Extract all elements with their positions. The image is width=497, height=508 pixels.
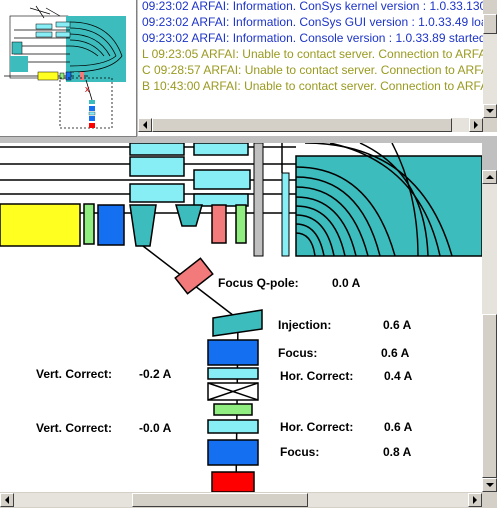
scrollbar-corner [482,492,497,508]
green-element [83,203,95,245]
log-line: 09:23:02 ARFAI: Information. ConSys GUI … [142,15,483,29]
focus-qpole-value[interactable]: 0.0 A [332,276,361,290]
log-horizontal-scrollbar[interactable] [138,118,497,132]
log-line: 09:23:02 ARFAI: Information. ConSys kern… [142,0,483,13]
log-lines: 09:23:02 ARFAI: Information. ConSys kern… [138,0,483,118]
vert-correct-label-1: Vert. Correct: [36,367,113,381]
cyan-element [193,169,251,190]
vert-correct-value-2[interactable]: -0.0 A [139,421,172,435]
hor-correct-label-1: Hor. Correct: [280,369,354,383]
arrow-left-icon [4,496,9,504]
pink-element [211,204,227,244]
blue-quadrupole [97,204,125,246]
arrow-up-icon [485,174,494,179]
focus-quadrupole-2 [207,439,259,466]
cyan-element [129,156,185,177]
teal-dipole [175,204,203,227]
canvas-scroll-down-button[interactable] [482,478,497,492]
beamline-diagram [0,143,482,492]
canvas-vscroll-thumb[interactable] [482,314,497,478]
injection-dipole [212,309,263,337]
overview-map[interactable]: x [0,0,137,137]
hor-correct-value-1[interactable]: 0.4 A [384,369,413,383]
log-hscroll-track[interactable] [452,118,469,132]
log-scroll-down-button[interactable] [483,104,497,118]
log-scroll-left-button[interactable] [138,118,152,132]
svg-text:x: x [85,84,90,94]
cyan-element [129,183,185,203]
injection-label: Injection: [278,318,332,332]
canvas-horizontal-scrollbar[interactable] [0,492,482,508]
arrow-down-icon [486,108,494,113]
focus-label-2: Focus: [280,445,320,459]
log-line: L 09:23:05 ARFAI: Unable to contact serv… [142,47,483,61]
vert-correct-value-1[interactable]: -0.2 A [139,367,172,381]
canvas-hscroll-thumb[interactable] [132,493,308,507]
arrow-left-icon [142,121,147,129]
hor-corrector-1 [207,367,259,380]
hor-correct-label-2: Hor. Correct: [280,420,354,434]
focus-qpole-magnet [174,257,214,295]
log-line: C 09:28:57 ARFAI: Unable to contact serv… [142,63,483,77]
beamline-canvas[interactable]: Focus Q-pole: 0.0 A Injection: 0.6 A Foc… [0,143,482,492]
focus-quadrupole-1 [207,339,259,366]
log-vscroll-thumb[interactable] [483,14,497,34]
cyan-vertical-element [281,172,290,257]
log-line: 09:23:02 ARFAI: Information. Console ver… [142,31,483,45]
log-line: B 10:43:00 ARFAI: Unable to contact serv… [142,79,483,93]
dipole-beam-arcs [295,143,453,257]
focus-qpole-label: Focus Q-pole: [218,276,299,290]
canvas-scroll-right-button[interactable] [468,493,482,507]
canvas-hscroll-track-left[interactable] [14,493,132,507]
red-target [211,471,255,492]
arrow-right-icon [473,121,478,129]
yellow-source [0,203,81,247]
vert-correct-label-2: Vert. Correct: [36,421,113,435]
log-vscroll-track[interactable] [483,14,497,104]
log-vertical-scrollbar[interactable] [483,0,497,118]
green-element [213,403,253,416]
overview-diagram: x [4,5,126,129]
canvas-hscroll-track-right[interactable] [308,493,468,507]
focus-label-1: Focus: [278,346,318,360]
canvas-vscroll-track[interactable] [482,184,497,314]
log-scroll-right-button[interactable] [469,118,483,132]
canvas-vertical-scrollbar[interactable] [482,170,497,492]
injection-value[interactable]: 0.6 A [383,318,412,332]
arrow-down-icon [485,482,494,487]
green-element [235,204,247,244]
grey-septum [253,143,264,257]
cyan-element [193,143,249,156]
hor-corrector-2 [207,419,259,434]
log-hscroll-thumb[interactable] [152,118,452,132]
arrow-right-icon [472,496,477,504]
focus-value-1[interactable]: 0.6 A [381,346,410,360]
canvas-scroll-left-button[interactable] [0,493,14,507]
cyan-element [193,193,249,207]
canvas-scroll-up-button[interactable] [482,170,497,184]
log-panel: 09:23:02 ARFAI: Information. ConSys kern… [138,0,497,136]
teal-dipole [129,204,157,247]
hor-correct-value-2[interactable]: 0.6 A [384,420,413,434]
focus-value-2[interactable]: 0.8 A [383,445,412,459]
cyan-element [129,143,185,156]
